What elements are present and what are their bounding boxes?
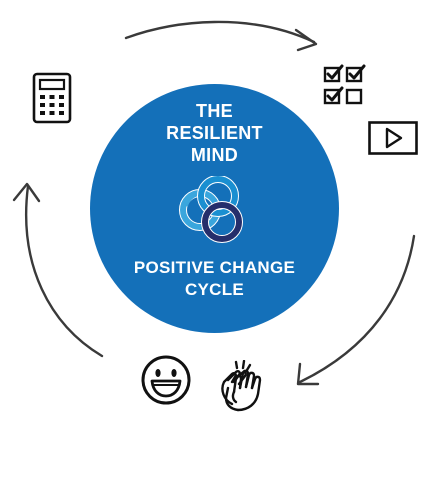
subtitle-line-1: POSITIVE CHANGE	[133, 258, 296, 277]
title-line-1: THE	[196, 101, 233, 121]
title-line-3: MIND	[190, 145, 239, 165]
right-arrow	[298, 234, 416, 384]
diagram-title: THE RESILIENT MIND	[90, 100, 339, 166]
title-line-2: RESILIENT	[166, 123, 263, 143]
clapping-hands-icon	[221, 360, 262, 412]
interlocking-rings-logo-icon	[179, 176, 243, 243]
subtitle-line-2: CYCLE	[184, 280, 245, 299]
smiley-face-icon	[141, 355, 191, 405]
calculator-icon	[32, 72, 72, 124]
checklist-icon	[323, 64, 366, 105]
video-play-icon	[368, 121, 418, 155]
top-arrow	[124, 20, 316, 44]
diagram-subtitle: POSITIVE CHANGE CYCLE	[90, 257, 339, 301]
left-arrow	[24, 184, 104, 358]
